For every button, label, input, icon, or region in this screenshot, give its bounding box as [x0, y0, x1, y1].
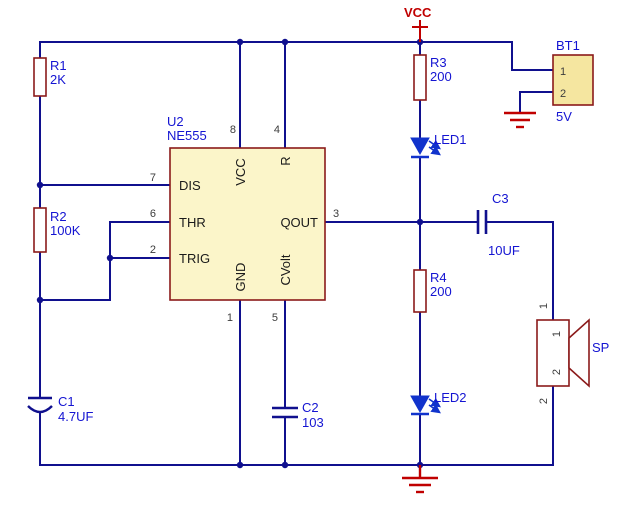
wire-top-rail — [39, 41, 554, 71]
speaker-pin-name-2: 2 — [551, 369, 563, 375]
led-ref: LED2 — [434, 390, 467, 405]
led-triangle — [410, 395, 430, 414]
pin-number-2: 2 — [150, 244, 156, 256]
pin-number-3: 3 — [333, 208, 339, 220]
junction-dot — [36, 296, 44, 304]
cap-value: 10UF — [488, 243, 520, 258]
resistor-body — [413, 269, 427, 313]
ground-symbol-main — [402, 465, 438, 494]
resistor-value: 200 — [430, 69, 452, 84]
capacitor-c3: C3 10UF — [476, 191, 520, 258]
ic-part: NE555 — [167, 128, 207, 143]
resistor-body — [33, 57, 47, 97]
speaker-body — [536, 319, 570, 387]
resistor-r4: R4 200 — [413, 269, 452, 313]
wires — [39, 41, 554, 466]
speaker-horn — [568, 318, 590, 388]
resistor-ref: R2 — [50, 209, 67, 224]
pin-name-thr: THR — [179, 215, 206, 230]
resistor-body — [413, 54, 427, 101]
battery-pin-2: 2 — [560, 88, 566, 100]
pin-name-vcc: VCC — [233, 158, 248, 185]
junction-dot — [416, 218, 424, 226]
ground-symbol-bt1 — [504, 111, 536, 129]
cap-ref: C2 — [302, 400, 319, 415]
led1-symbol: LED1 — [410, 132, 467, 159]
resistor-body — [33, 207, 47, 253]
led-ref: LED1 — [434, 132, 467, 147]
junction-dot — [281, 38, 289, 46]
speaker-ref: SP — [592, 340, 609, 355]
junction-dot — [281, 461, 289, 469]
resistor-ref: R1 — [50, 58, 67, 73]
speaker-pin-number-1: 1 — [538, 303, 550, 309]
junction-dot — [236, 38, 244, 46]
battery-voltage: 5V — [556, 109, 572, 124]
capacitor-c2: C2 103 — [272, 400, 324, 430]
wire-c3-speaker — [485, 221, 554, 321]
pin-name-gnd: GND — [233, 263, 248, 292]
pin-number-8: 8 — [230, 124, 236, 136]
wire-thr-trig-tie — [39, 221, 111, 301]
resistor-r3: R3 200 — [413, 54, 452, 101]
vcc-label: VCC — [404, 5, 432, 20]
cap-ref: C3 — [492, 191, 509, 206]
speaker-sp: SP 1 2 1 2 — [536, 303, 609, 404]
cap-value: 4.7UF — [58, 409, 93, 424]
resistor-ref: R4 — [430, 270, 447, 285]
ic-body — [169, 147, 326, 301]
battery-ref: BT1 — [556, 38, 580, 53]
pin-name-trig: TRIG — [179, 251, 210, 266]
pin-name-r: R — [278, 156, 293, 165]
battery-body — [552, 54, 594, 106]
wire-bt1-gnd — [519, 91, 554, 112]
pin-name-dis: DIS — [179, 178, 201, 193]
pin-number-4: 4 — [274, 124, 280, 136]
pin-name-cvolt: CVolt — [278, 254, 293, 285]
pin-name-qout: QOUT — [280, 215, 318, 230]
resistor-value: 200 — [430, 284, 452, 299]
junctions — [36, 38, 424, 469]
cap-curved-plate — [27, 405, 53, 414]
cap-value: 103 — [302, 415, 324, 430]
battery-bt1: BT1 5V 1 2 — [552, 38, 594, 124]
led-emission-arrow — [428, 403, 441, 414]
junction-dot — [36, 181, 44, 189]
led-emission-arrow — [428, 145, 441, 156]
resistor-ref: R3 — [430, 55, 447, 70]
battery-pin-1: 1 — [560, 66, 566, 78]
resistor-value: 100K — [50, 223, 81, 238]
resistor-r1: R1 2K — [33, 57, 67, 97]
led2-symbol: LED2 — [410, 390, 467, 416]
ic-ref: U2 — [167, 114, 184, 129]
pin-number-7: 7 — [150, 172, 156, 184]
junction-dot — [106, 254, 114, 262]
vcc-power-flag: VCC — [404, 5, 432, 42]
led-triangle — [410, 137, 430, 156]
pin-number-6: 6 — [150, 208, 156, 220]
cap-ref: C1 — [58, 394, 75, 409]
pin-number-1: 1 — [227, 312, 233, 324]
speaker-pin-number-2: 2 — [538, 398, 550, 404]
resistor-r2: R2 100K — [33, 207, 81, 253]
capacitor-c1: C1 4.7UF — [27, 394, 93, 424]
pin-number-5: 5 — [272, 312, 278, 324]
speaker-pin-name-1: 1 — [551, 331, 563, 337]
ic-u2-ne555: U2 NE555 DIS THR TRIG QOUT VCC R GND CVo… — [150, 114, 339, 324]
junction-dot — [236, 461, 244, 469]
resistor-value: 2K — [50, 72, 66, 87]
